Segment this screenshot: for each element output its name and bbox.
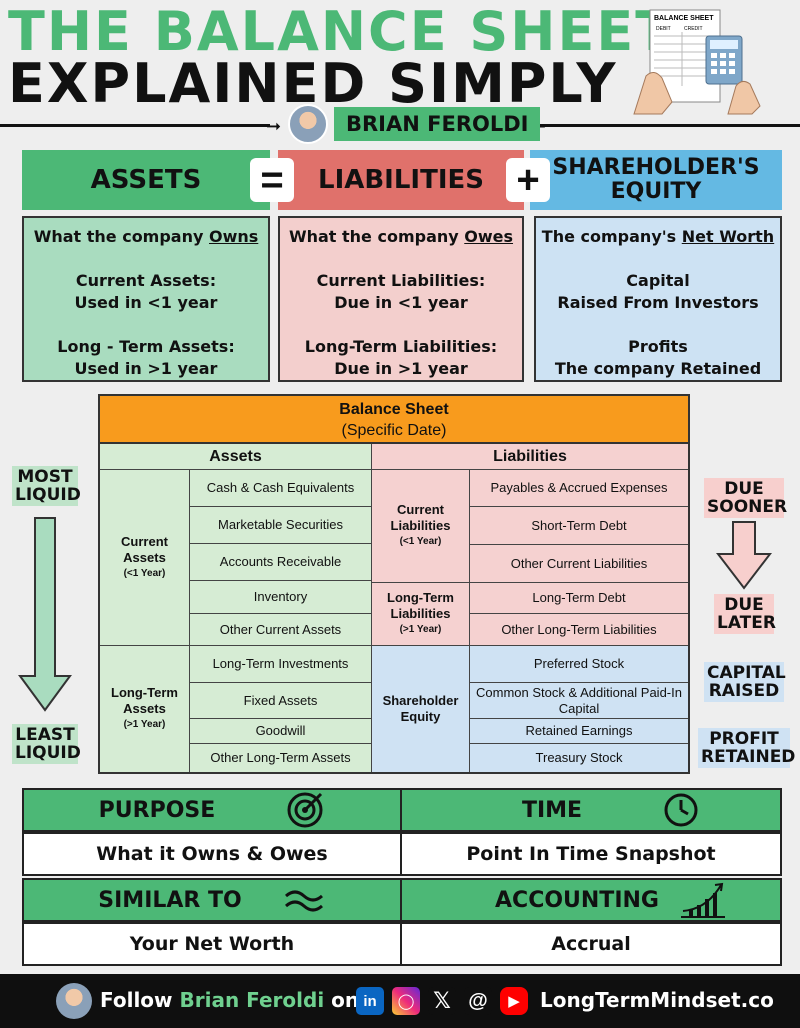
author-avatar	[288, 104, 328, 144]
down-arrow-small-icon	[716, 521, 772, 590]
long-term-assets-group: Long-Term Assets(>1 Year)	[100, 646, 190, 772]
assets-column-header: Assets	[100, 444, 372, 470]
author-divider	[0, 124, 800, 127]
asset-item: Accounts Receivable	[190, 544, 372, 581]
asset-item: Other Long-Term Assets	[190, 744, 372, 772]
down-arrow-icon	[18, 517, 72, 712]
asset-item: Cash & Cash Equivalents	[190, 470, 372, 507]
purpose-value: What it Owns & Owes	[22, 832, 402, 876]
asset-item: Fixed Assets	[190, 683, 372, 719]
liability-item: Other Long-Term Liabilities	[470, 614, 688, 646]
asset-item: Other Current Assets	[190, 614, 372, 646]
accounting-value: Accrual	[400, 922, 782, 966]
illustration-col1: DEBIT	[656, 26, 671, 32]
threads-icon[interactable]: @	[464, 987, 492, 1015]
asset-item: Goodwill	[190, 719, 372, 744]
arrow-right-icon: ➞	[266, 116, 282, 136]
similar-header: SIMILAR TO	[22, 878, 402, 922]
assets-description: What the company Owns Current Assets: Us…	[22, 216, 270, 382]
liability-item: Short-Term Debt	[470, 507, 688, 545]
equation-equity-line1: SHAREHOLDER'S	[552, 155, 760, 180]
asset-item: Marketable Securities	[190, 507, 372, 544]
plus-icon: +	[506, 158, 550, 202]
time-value: Point In Time Snapshot	[400, 832, 782, 876]
website-link[interactable]: LongTermMindset.co	[540, 988, 774, 1012]
asset-item: Inventory	[190, 581, 372, 614]
balance-sheet-header: Balance Sheet (Specific Date)	[100, 396, 688, 444]
equity-item: Preferred Stock	[470, 646, 688, 683]
long-term-liabilities-group: Long-Term Liabilities(>1 Year)	[372, 583, 470, 646]
approx-icon	[284, 890, 323, 912]
accounting-header: ACCOUNTING	[400, 878, 782, 922]
equation-assets: ASSETS	[22, 150, 270, 210]
profit-retained-label: PROFIT RETAINED	[698, 728, 795, 768]
purpose-header: PURPOSE	[22, 788, 402, 832]
footer-avatar	[56, 983, 92, 1019]
balance-sheet-illustration: BALANCE SHEET DEBIT CREDIT	[633, 9, 761, 115]
similar-value: Your Net Worth	[22, 922, 402, 966]
target-icon	[287, 792, 323, 828]
liability-item: Payables & Accrued Expenses	[470, 470, 688, 507]
asset-item: Long-Term Investments	[190, 646, 372, 683]
current-assets-group: Current Assets(<1 Year)	[100, 470, 190, 646]
equity-item: Common Stock & Additional Paid-In Capita…	[470, 683, 688, 719]
x-icon[interactable]: 𝕏	[428, 987, 456, 1015]
instagram-icon[interactable]: ◯	[392, 987, 420, 1015]
title-line-1: THE BALANCE SHEET	[8, 0, 675, 63]
liabilities-description: What the company Owes Current Liabilitie…	[278, 216, 524, 382]
illustration-title: BALANCE SHEET	[654, 15, 714, 22]
equity-item: Treasury Stock	[470, 744, 688, 772]
author-name: BRIAN FEROLDI	[334, 107, 541, 141]
current-liabilities-group: Current Liabilities(<1 Year)	[372, 470, 470, 583]
least-liquid-label: LEAST LIQUID	[12, 724, 81, 764]
growth-chart-icon	[680, 882, 725, 918]
time-header: TIME	[400, 788, 782, 832]
equation-liabilities: LIABILITIES	[278, 150, 524, 210]
youtube-icon[interactable]: ▶	[500, 987, 528, 1015]
equals-icon: =	[250, 158, 294, 202]
footer-follow-text: Follow Brian Feroldi on	[100, 988, 360, 1012]
linkedin-icon[interactable]: in	[356, 987, 384, 1015]
title-line-2: EXPLAINED SIMPLY	[8, 52, 618, 115]
equation-equity-line2: EQUITY	[610, 179, 702, 204]
liabilities-column-header: Liabilities	[372, 444, 688, 470]
balance-sheet-table: Balance Sheet (Specific Date) Assets Lia…	[98, 394, 690, 774]
footer: Follow Brian Feroldi on in ◯ 𝕏 @ ▶ LongT…	[0, 974, 800, 1028]
equity-description: The company's Net Worth Capital Raised F…	[534, 216, 782, 382]
most-liquid-label: MOST LIQUID	[12, 466, 81, 506]
illustration-col2: CREDIT	[684, 26, 703, 32]
social-icons: in ◯ 𝕏 @ ▶	[356, 987, 528, 1015]
liability-item: Long-Term Debt	[470, 583, 688, 614]
shareholder-equity-group: Shareholder Equity	[372, 646, 470, 772]
liability-item: Other Current Liabilities	[470, 545, 688, 583]
due-later-label: DUE LATER	[714, 594, 776, 634]
capital-raised-label: CAPITAL RAISED	[704, 662, 786, 702]
equity-item: Retained Earnings	[470, 719, 688, 744]
due-sooner-label: DUE SOONER	[704, 478, 787, 518]
clock-icon	[664, 793, 698, 827]
